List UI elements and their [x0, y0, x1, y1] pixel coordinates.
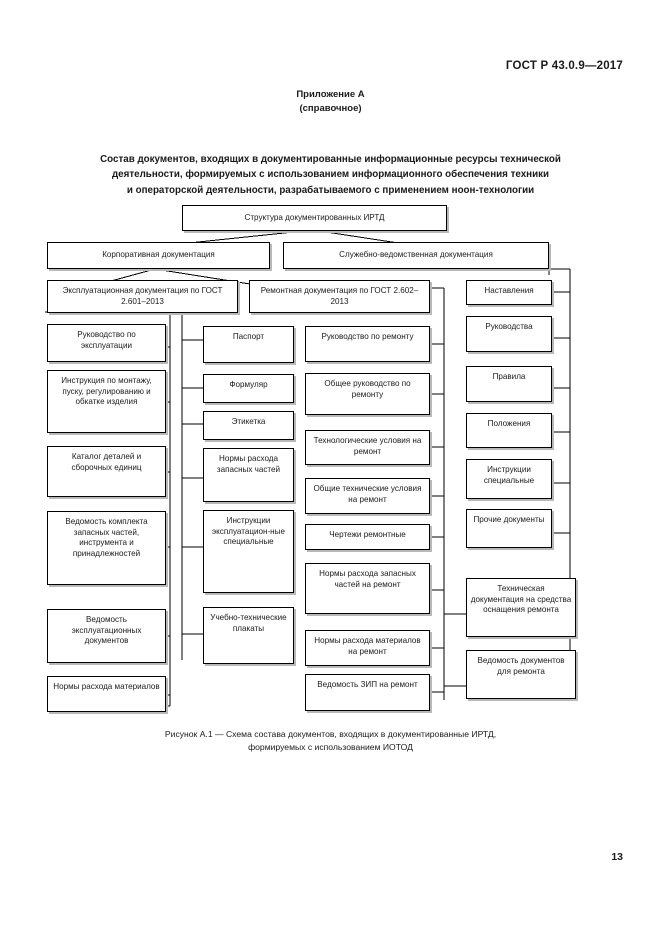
page-number: 13: [611, 851, 623, 863]
title-line-2: деятельности, формируемых с использовани…: [111, 169, 550, 181]
appendix-line-2: (справочное): [299, 103, 362, 114]
node-c4-6[interactable]: Прочие документы: [466, 509, 552, 548]
caption-line-2: формируемых с использованием ИОТОД: [248, 742, 413, 752]
title-line-1: Состав документов, входящих в документир…: [100, 154, 561, 165]
node-c2-3[interactable]: Этикетка: [203, 411, 294, 440]
node-c1-1[interactable]: Руководство по эксплуатации: [47, 324, 166, 362]
figure-caption: Рисунок А.1 — Схема состава документов, …: [40, 728, 621, 754]
node-c1-5[interactable]: Ведомость эксплуатационных документов: [47, 609, 166, 663]
node-c3-8[interactable]: Ведомость ЗИП на ремонт: [305, 674, 430, 711]
node-c2-1[interactable]: Паспорт: [203, 326, 294, 363]
node-c3-3[interactable]: Технологические условия на ремонт: [305, 430, 430, 465]
node-c3-6[interactable]: Нормы расхода запасных частей на ремонт: [305, 563, 430, 614]
appendix-line-1: Приложение А: [296, 89, 365, 100]
node-c4-7[interactable]: Техническая документация на средства осн…: [466, 578, 576, 637]
node-c3-2[interactable]: Общее руководство по ремонту: [305, 373, 430, 415]
appendix-heading: Приложение А (справочное): [0, 88, 661, 116]
node-c4-1[interactable]: Наставления: [466, 280, 552, 305]
node-c2-4[interactable]: Нормы расхода запасных частей: [203, 448, 294, 502]
node-c4-2[interactable]: Руководства: [466, 316, 552, 352]
node-c3-1[interactable]: Руководство по ремонту: [305, 326, 430, 362]
title-line-3: и операторской деятельности, разрабатыва…: [126, 184, 535, 196]
node-c3-7[interactable]: Нормы расхода материалов на ремонт: [305, 630, 430, 666]
page-title: Состав документов, входящих в документир…: [40, 152, 621, 198]
node-c1-6[interactable]: Нормы расхода материалов: [47, 676, 166, 712]
node-c1-2[interactable]: Инструкция по монтажу, пуску, регулирова…: [47, 370, 166, 433]
node-c3-4[interactable]: Общие технические условия на ремонт: [305, 478, 430, 514]
node-c1-4[interactable]: Ведомость комплекта запасных частей, инс…: [47, 511, 166, 585]
standard-header: ГОСТ Р 43.0.9—2017: [505, 60, 623, 72]
node-c4-5[interactable]: Инструкции специальные: [466, 459, 552, 499]
node-operational-documentation[interactable]: Эксплуатационная документация по ГОСТ 2.…: [47, 280, 238, 313]
node-corporate-documentation[interactable]: Корпоративная документация: [47, 242, 270, 269]
node-c4-8[interactable]: Ведомость документов для ремонта: [466, 650, 576, 699]
node-c3-5[interactable]: Чертежи ремонтные: [305, 524, 430, 550]
node-c4-4[interactable]: Положения: [466, 413, 552, 448]
node-c2-6[interactable]: Учебно-технические плакаты: [203, 607, 294, 664]
node-c2-2[interactable]: Формуляр: [203, 374, 294, 403]
node-c1-3[interactable]: Каталог деталей и сборочных единиц: [47, 446, 166, 497]
node-c4-3[interactable]: Правила: [466, 366, 552, 402]
documents-structure-diagram: Структура документированных ИРТД Корпора…: [45, 205, 576, 712]
node-root[interactable]: Структура документированных ИРТД: [182, 205, 447, 231]
node-departmental-documentation[interactable]: Служебно-ведомственная документация: [283, 242, 549, 269]
caption-line-1: Рисунок А.1 — Схема состава документов, …: [164, 729, 497, 739]
node-c2-5[interactable]: Инструкции эксплуатацион-ные специальные: [203, 510, 294, 593]
node-repair-documentation[interactable]: Ремонтная документация по ГОСТ 2.602–201…: [249, 280, 430, 313]
